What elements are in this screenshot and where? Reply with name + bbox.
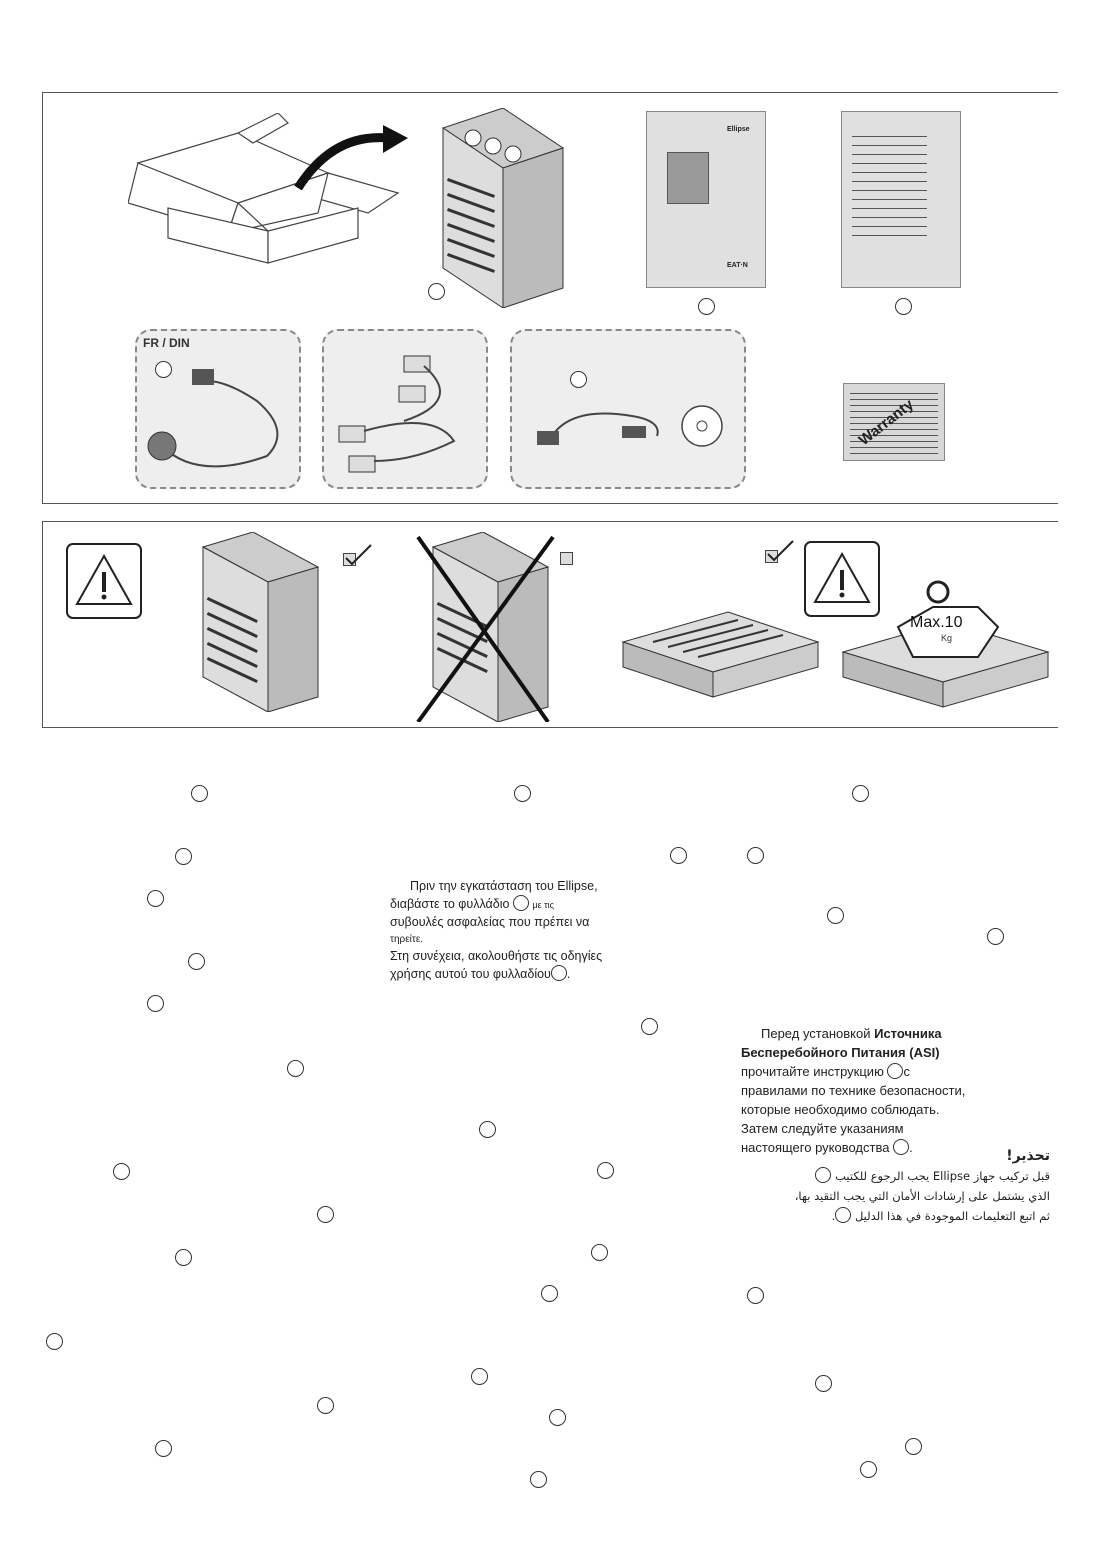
callout-circle [191, 785, 208, 802]
callout-circle [987, 928, 1004, 945]
callout-circle [591, 1244, 608, 1261]
check-icon [345, 544, 372, 566]
usb-cable-icon [537, 405, 723, 447]
callout-circle [895, 298, 912, 315]
callout-circle [835, 1207, 852, 1223]
callout-circle [479, 1121, 496, 1138]
ups-flat-max-weight-illustration [841, 580, 1050, 708]
not-ok-checkbox [560, 552, 573, 565]
arabic-instructions: تحذير! قبل تركيب جهاز Ellipse يجب الرجوع… [732, 1146, 1050, 1226]
callout-circle [541, 1285, 558, 1302]
callout-circle [747, 1287, 764, 1304]
ups-flat-illustration [621, 611, 820, 698]
callout-circle [905, 1438, 922, 1455]
max-weight-label: Max.10 [910, 614, 963, 631]
callout-circle [46, 1333, 63, 1350]
callout-circle [747, 847, 764, 864]
callout-circle [317, 1206, 334, 1223]
callout-circle [670, 847, 687, 864]
callout-circle [893, 1139, 910, 1155]
callout-circle [155, 361, 172, 378]
callout-circle [471, 1368, 488, 1385]
callout-circle [570, 371, 587, 388]
greek-line-5: Στη συνέχεια, ακολουθήστε τις οδηγίες [390, 949, 603, 963]
handling-panel: Max.10 Kg [42, 521, 1058, 728]
greek-line-6: χρήσης αυτού του φυλλαδίου. [390, 965, 571, 981]
callout-circle [175, 1249, 192, 1266]
warranty-card: Warranty [843, 383, 945, 461]
callout-circle [550, 965, 567, 981]
power-cord-icon [147, 369, 279, 468]
iec-cables-box [322, 329, 488, 489]
russian-line-3: прочитайте инструкцию с [741, 1063, 910, 1079]
russian-line-6: Затем следуйте указаниям [741, 1121, 904, 1136]
contents-panel: Ellipse EAT·N FR / DIN [42, 92, 1058, 504]
ups-upside-down-crossed-illustration [416, 532, 555, 722]
safety-booklet [841, 111, 961, 288]
callout-circle [641, 1018, 658, 1035]
greek-line-4: τηρείτε. [390, 934, 424, 945]
check-icon [767, 540, 794, 562]
ups-device-illustration [441, 108, 565, 308]
callout-circle [147, 995, 164, 1012]
manual-brand: EAT·N [727, 262, 748, 269]
callout-circle [317, 1397, 334, 1414]
russian-line-2: Бесперебойного Питания (ASI) [741, 1045, 940, 1060]
greek-instructions: Πριν την εγκατάσταση του Ellipse, διαβάσ… [390, 878, 700, 983]
warning-icon [804, 541, 880, 617]
russian-line-5: которые необходимо соблюдать. [741, 1102, 940, 1117]
callout-circle [827, 907, 844, 924]
russian-line-1: Перед установкой Источника [761, 1026, 942, 1041]
callout-circle [698, 298, 715, 315]
callout-circle [860, 1461, 877, 1478]
callout-circle [514, 785, 531, 802]
callout-circle [113, 1163, 130, 1180]
usb-cable-cd-box [510, 329, 746, 489]
power-cord-frdin-box: FR / DIN [135, 329, 301, 489]
arrow-icon [294, 125, 408, 191]
callout-circle [188, 953, 205, 970]
arabic-line-1: قبل تركيب جهاز Ellipse يجب الرجوع للكتيب [732, 1166, 1050, 1186]
callout-circle [597, 1162, 614, 1179]
manual-booklet: Ellipse EAT·N [646, 111, 766, 288]
warning-icon [66, 543, 142, 619]
callout-circle [147, 890, 164, 907]
manual-title: Ellipse [727, 126, 750, 133]
greek-line-3: συβουλές ασφαλείας που πρέπει να [390, 915, 590, 929]
callout-circle [287, 1060, 304, 1077]
arabic-line-3: ثم اتبع التعليمات الموجودة في هذا الدليل… [831, 1207, 1050, 1223]
callout-circle [428, 283, 445, 300]
greek-line-1: Πριν την εγκατάσταση του Ellipse, [410, 879, 598, 893]
greek-line-2: διαβάστε το φυλλάδιο με τις [390, 895, 554, 911]
callout-circle [815, 1167, 832, 1183]
callout-circle [530, 1471, 547, 1488]
russian-instructions: Перед установкой Источника Бесперебойног… [741, 1024, 1061, 1157]
cord-label: FR / DIN [143, 336, 190, 350]
iec-cable-icon [338, 355, 456, 473]
russian-line-7: настоящего руководства . [741, 1139, 913, 1155]
russian-line-4: правилами по технике безопасности, [741, 1083, 966, 1098]
arabic-line-2: الذي يشتمل على إرشادات الأمان التي يجب ا… [794, 1189, 1050, 1203]
callout-circle [512, 895, 529, 911]
callout-circle [549, 1409, 566, 1426]
ups-upright-ok-illustration [201, 532, 320, 712]
arabic-title: تحذير! [1006, 1148, 1050, 1164]
callout-circle [815, 1375, 832, 1392]
callout-circle [175, 848, 192, 865]
callout-circle [852, 785, 869, 802]
callout-circle [887, 1063, 904, 1079]
callout-circle [155, 1440, 172, 1457]
kg-label: Kg [941, 633, 953, 643]
